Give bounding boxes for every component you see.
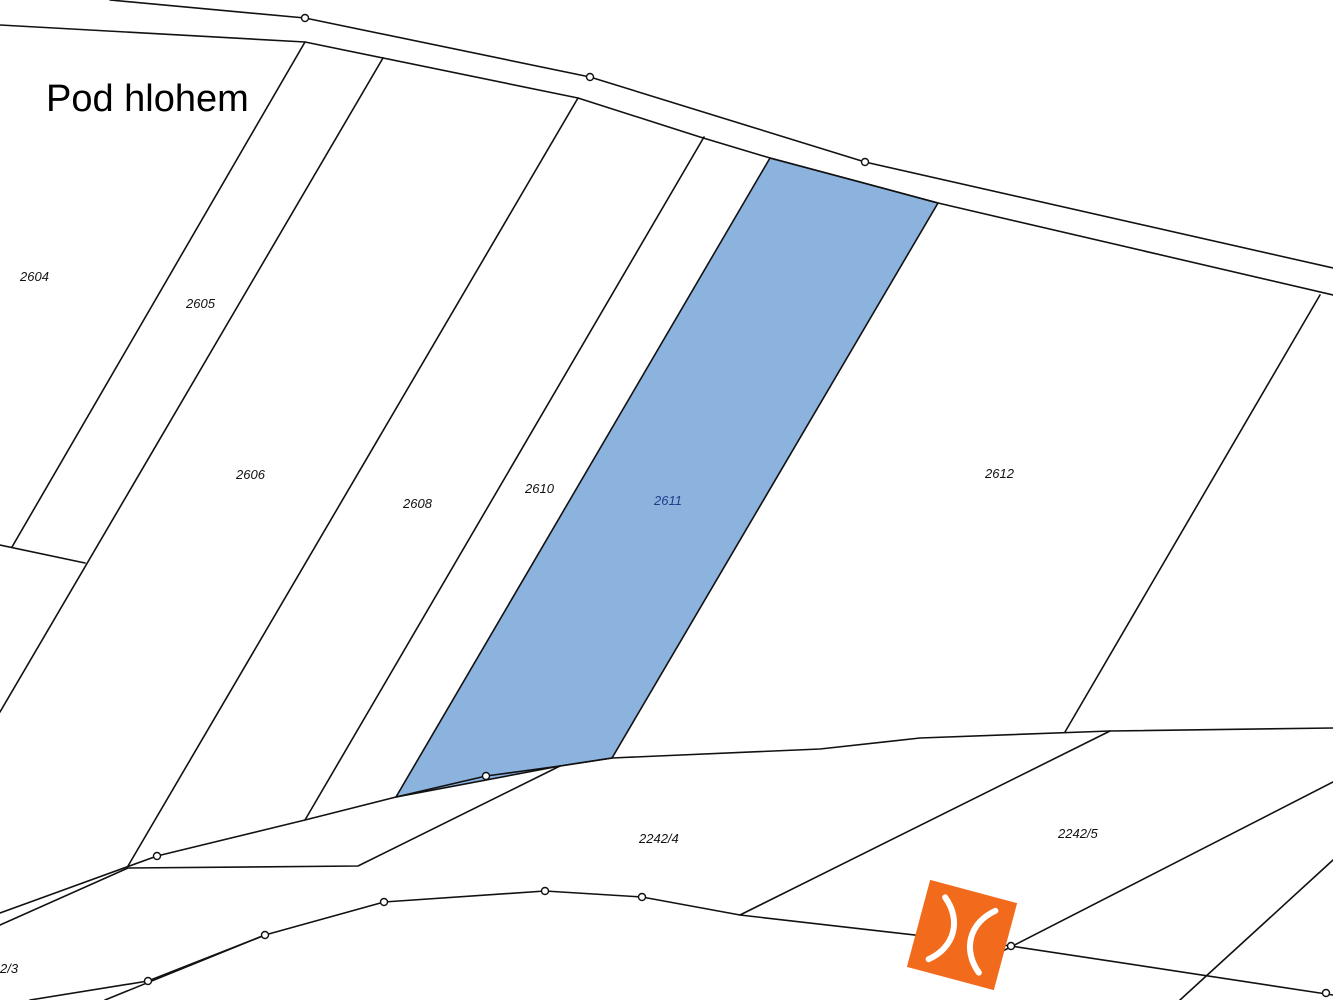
boundary-2242-5-east2: [1179, 859, 1333, 1000]
survey-points: [143, 13, 1331, 998]
boundary-2608-2610: [304, 136, 705, 821]
boundary-south-strips: [0, 727, 1333, 914]
boundary-2612-east: [1064, 294, 1321, 733]
parcel-label-2611[interactable]: 2611: [653, 493, 682, 508]
parcel-label-2242-3[interactable]: 2/3: [0, 961, 19, 976]
parcel-label-2604[interactable]: 2604: [19, 269, 49, 284]
parcel-label-2610[interactable]: 2610: [524, 481, 555, 496]
boundary-2604-south: [0, 544, 86, 564]
road-2242-lower: [104, 890, 1333, 1000]
parcel-label-2242-5[interactable]: 2242/5: [1057, 826, 1099, 841]
parcel-label-2608[interactable]: 2608: [402, 496, 433, 511]
road-bottom-edge: [0, 24, 1333, 296]
brand-logo-icon: [906, 879, 1018, 991]
place-name: Pod hlohem: [46, 78, 249, 120]
parcel-label-2612[interactable]: 2612: [984, 466, 1015, 481]
parcel-label-2242-4[interactable]: 2242/4: [638, 831, 679, 846]
road-top-edge: [109, 0, 1333, 269]
parcel-2611-fill[interactable]: [394, 157, 940, 799]
boundary-2604-2605: [11, 41, 306, 548]
road-2242-lower-left: [29, 934, 266, 1000]
boundary-2242-4-2242-5: [739, 730, 1111, 916]
boundary-2242-5-east: [994, 781, 1333, 956]
boundary-2606-2608: [127, 97, 579, 867]
parcel-label-2605[interactable]: 2605: [185, 296, 216, 311]
parcel-label-2606[interactable]: 2606: [235, 467, 266, 482]
road-2242-upper: [0, 765, 561, 926]
boundary-2605-2606: [0, 57, 384, 713]
